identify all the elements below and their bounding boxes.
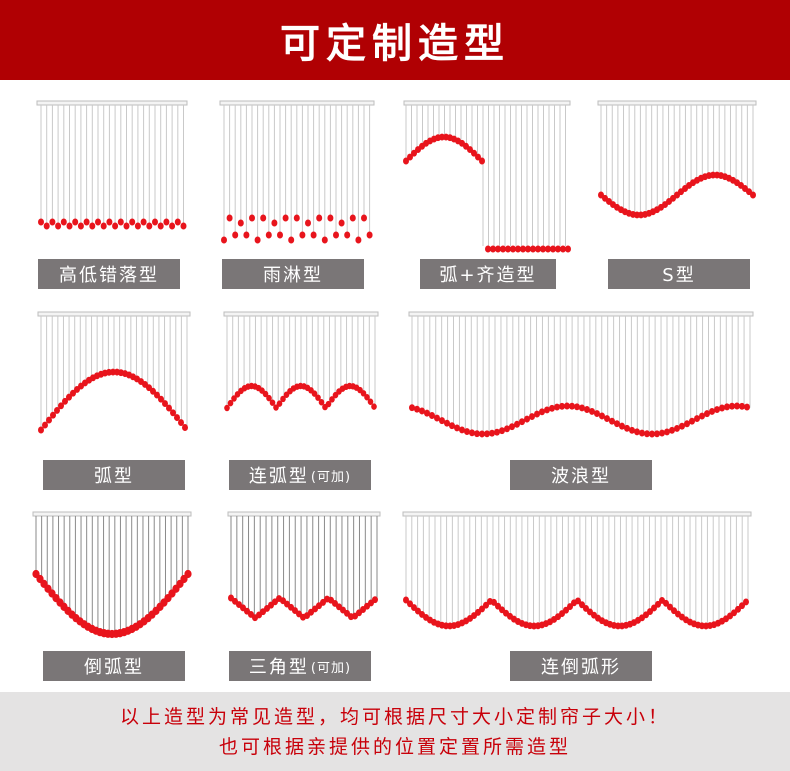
footer-note: 以上造型为常见造型，均可根据尺寸大小定制帘子大小！ 也可根据亲提供的位置定置所需…: [0, 692, 790, 771]
staggered-curtain-icon: [36, 100, 188, 230]
style-label-s-curve: S型: [608, 259, 750, 289]
style-label-arc-flat: 弧+齐造型: [420, 259, 556, 289]
arc-flat-curtain-icon: [403, 100, 571, 253]
arc-curtain-icon: [37, 311, 191, 434]
style-label-multi-arc: 连弧型(可加): [229, 460, 371, 490]
page-title: 可定制造型: [280, 21, 510, 67]
style-label-rain: 雨淋型: [222, 259, 364, 289]
multi-arc-curtain-icon: [223, 311, 379, 412]
inverted-arc-curtain-icon: [32, 511, 192, 639]
footer-line-2: 也可根据亲提供的位置定置所需造型: [218, 735, 571, 758]
header-banner: 可定制造型: [0, 0, 790, 80]
style-label-arc: 弧型: [43, 460, 185, 490]
style-label-multi-inverted-arc: 连倒弧形: [510, 651, 652, 681]
style-label-wave: 波浪型: [510, 460, 652, 490]
style-label-staggered: 高低错落型: [38, 259, 180, 289]
s-curve-curtain-icon: [597, 100, 757, 219]
triangle-curtain-icon: [227, 511, 381, 622]
style-label-inverted-arc: 倒弧型: [43, 651, 185, 681]
multi-inverted-arc-curtain-icon: [402, 511, 752, 630]
footer-line-1: 以上造型为常见造型，均可根据尺寸大小定制帘子大小！: [119, 705, 670, 728]
style-label-triangle: 三角型(可加): [229, 651, 371, 681]
rain-curtain-icon: [219, 100, 375, 244]
wave-curtain-icon: [408, 311, 754, 438]
